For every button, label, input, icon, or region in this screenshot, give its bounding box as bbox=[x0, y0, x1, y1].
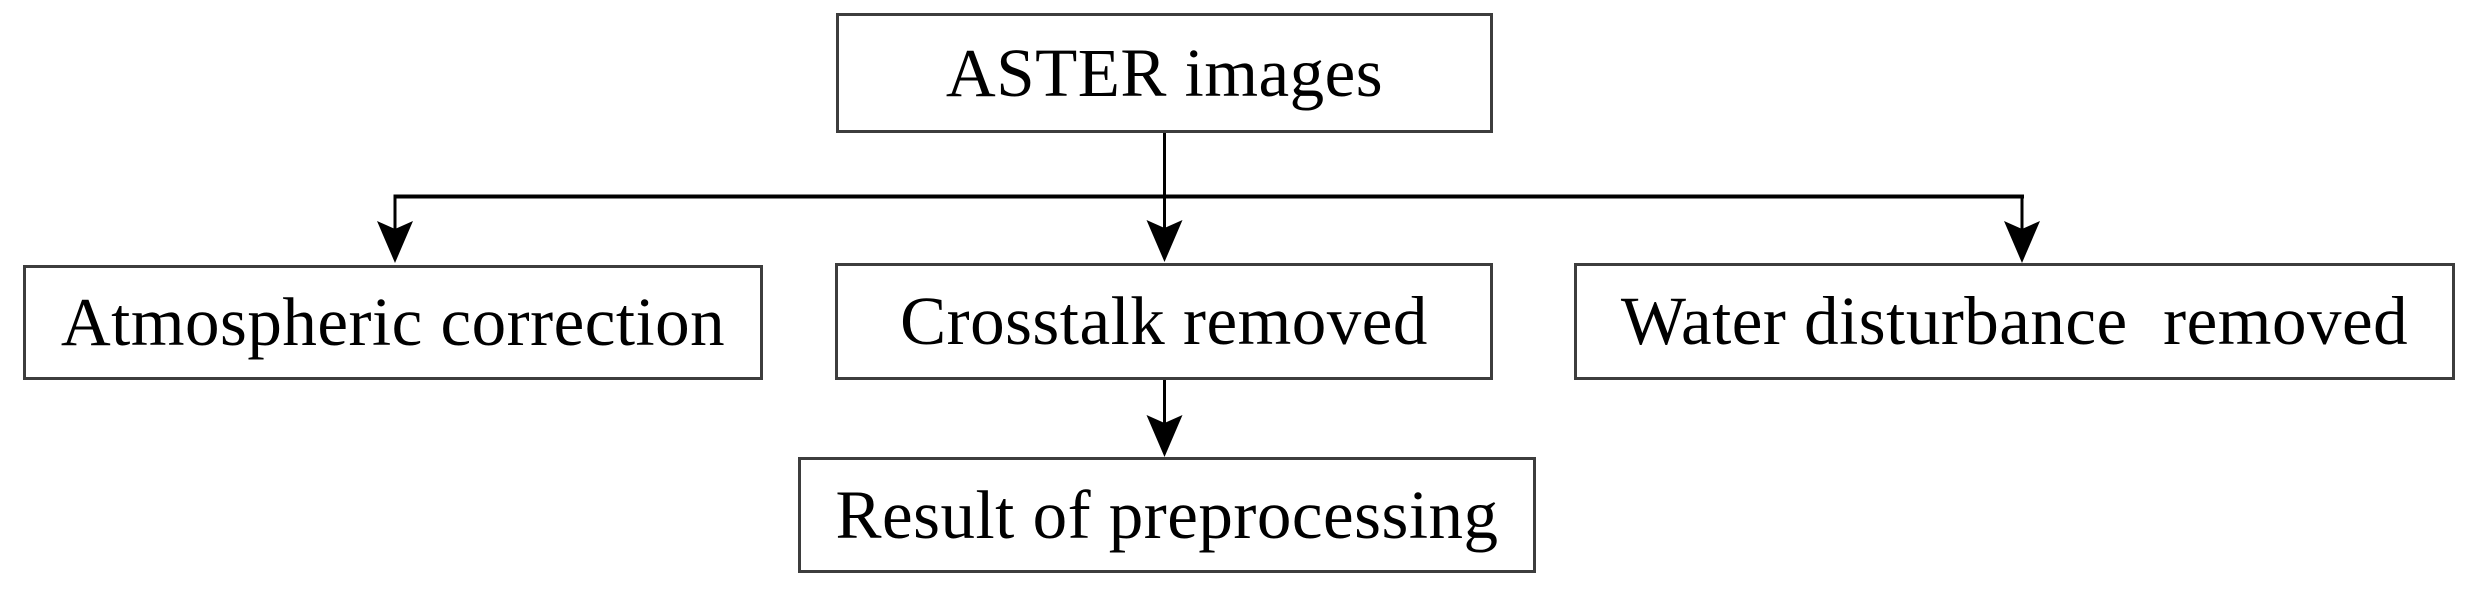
node-atmospheric-correction-label: Atmospheric correction bbox=[60, 284, 726, 360]
arrowhead-crosstalk bbox=[1146, 220, 1183, 262]
arrowhead-water bbox=[2004, 221, 2040, 263]
node-crosstalk-removed-label: Crosstalk removed bbox=[900, 283, 1428, 359]
node-water-disturbance-removed-label: Water disturbance removed bbox=[1620, 283, 2409, 359]
node-atmospheric-correction: Atmospheric correction bbox=[23, 265, 763, 380]
node-aster-images-label: ASTER images bbox=[945, 34, 1384, 111]
node-aster-images: ASTER images bbox=[836, 13, 1493, 133]
node-result-of-preprocessing-label: Result of preprocessing bbox=[835, 476, 1499, 553]
node-crosstalk-removed: Crosstalk removed bbox=[835, 263, 1493, 380]
node-result-of-preprocessing: Result of preprocessing bbox=[798, 457, 1536, 573]
node-water-disturbance-removed: Water disturbance removed bbox=[1574, 263, 2455, 380]
arrowhead-result bbox=[1146, 415, 1183, 457]
arrowhead-atmospheric bbox=[377, 221, 413, 263]
